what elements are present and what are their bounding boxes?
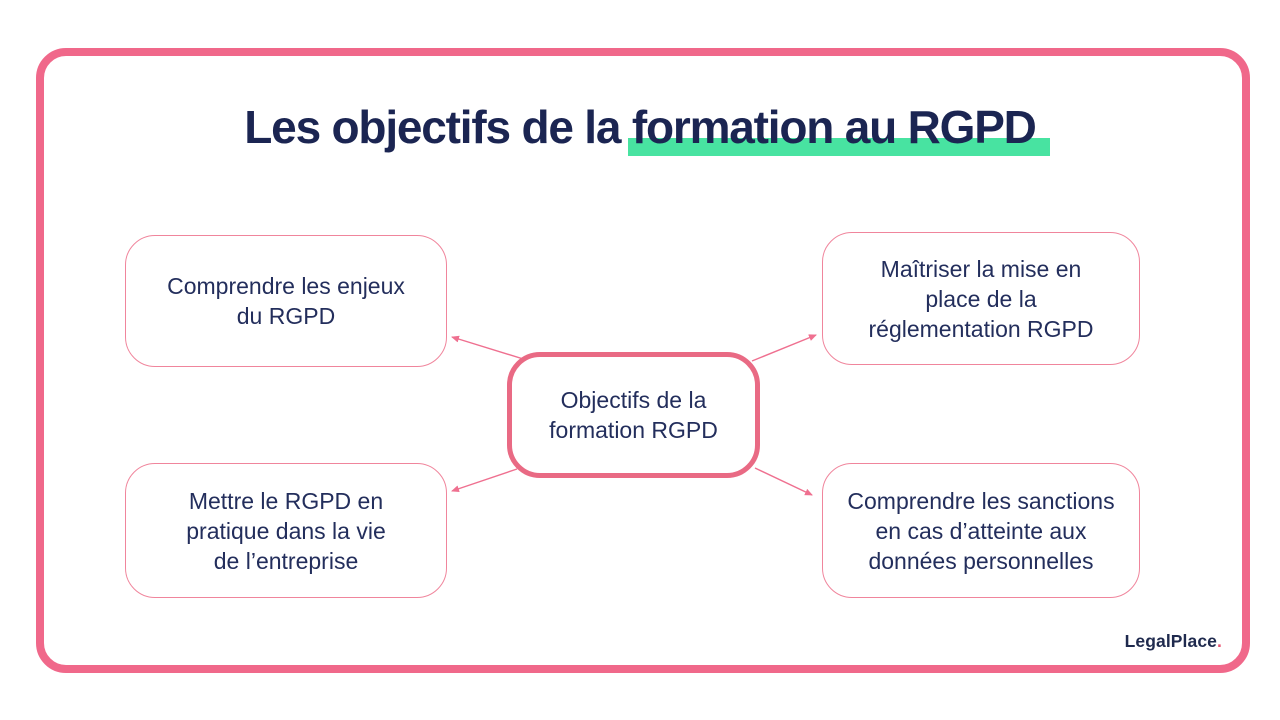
diagram-node-bottom-left: Mettre le RGPD en pratique dans la vie d… [125,463,447,598]
legalplace-logo-text: LegalPlace [1124,631,1218,651]
legalplace-logo-dot: . [1217,631,1222,651]
diagram-node-top-right: Maîtriser la mise en place de la régleme… [822,232,1140,365]
diagram-node-bottom-right: Comprendre les sanctions en cas d’attein… [822,463,1140,598]
title-highlighted-text: formation au RGPD [631,101,1037,153]
title-text: Les objectifs de la [244,101,632,153]
node-label: Comprendre les enjeux du RGPD [167,273,405,329]
node-label: Mettre le RGPD en pratique dans la vie d… [186,487,386,574]
node-label: Comprendre les sanctions en cas d’attein… [847,487,1115,574]
node-label: Maîtriser la mise en place de la régleme… [868,255,1094,342]
diagram-center-node: Objectifs de la formation RGPD [507,352,760,478]
center-node-label: Objectifs de la formation RGPD [549,387,718,443]
page-title: Les objectifs de la formation au RGPD [0,104,1280,150]
slide-border-frame [36,48,1250,673]
legalplace-logo: LegalPlace. [1125,631,1222,652]
diagram-node-top-left: Comprendre les enjeux du RGPD [125,235,447,367]
